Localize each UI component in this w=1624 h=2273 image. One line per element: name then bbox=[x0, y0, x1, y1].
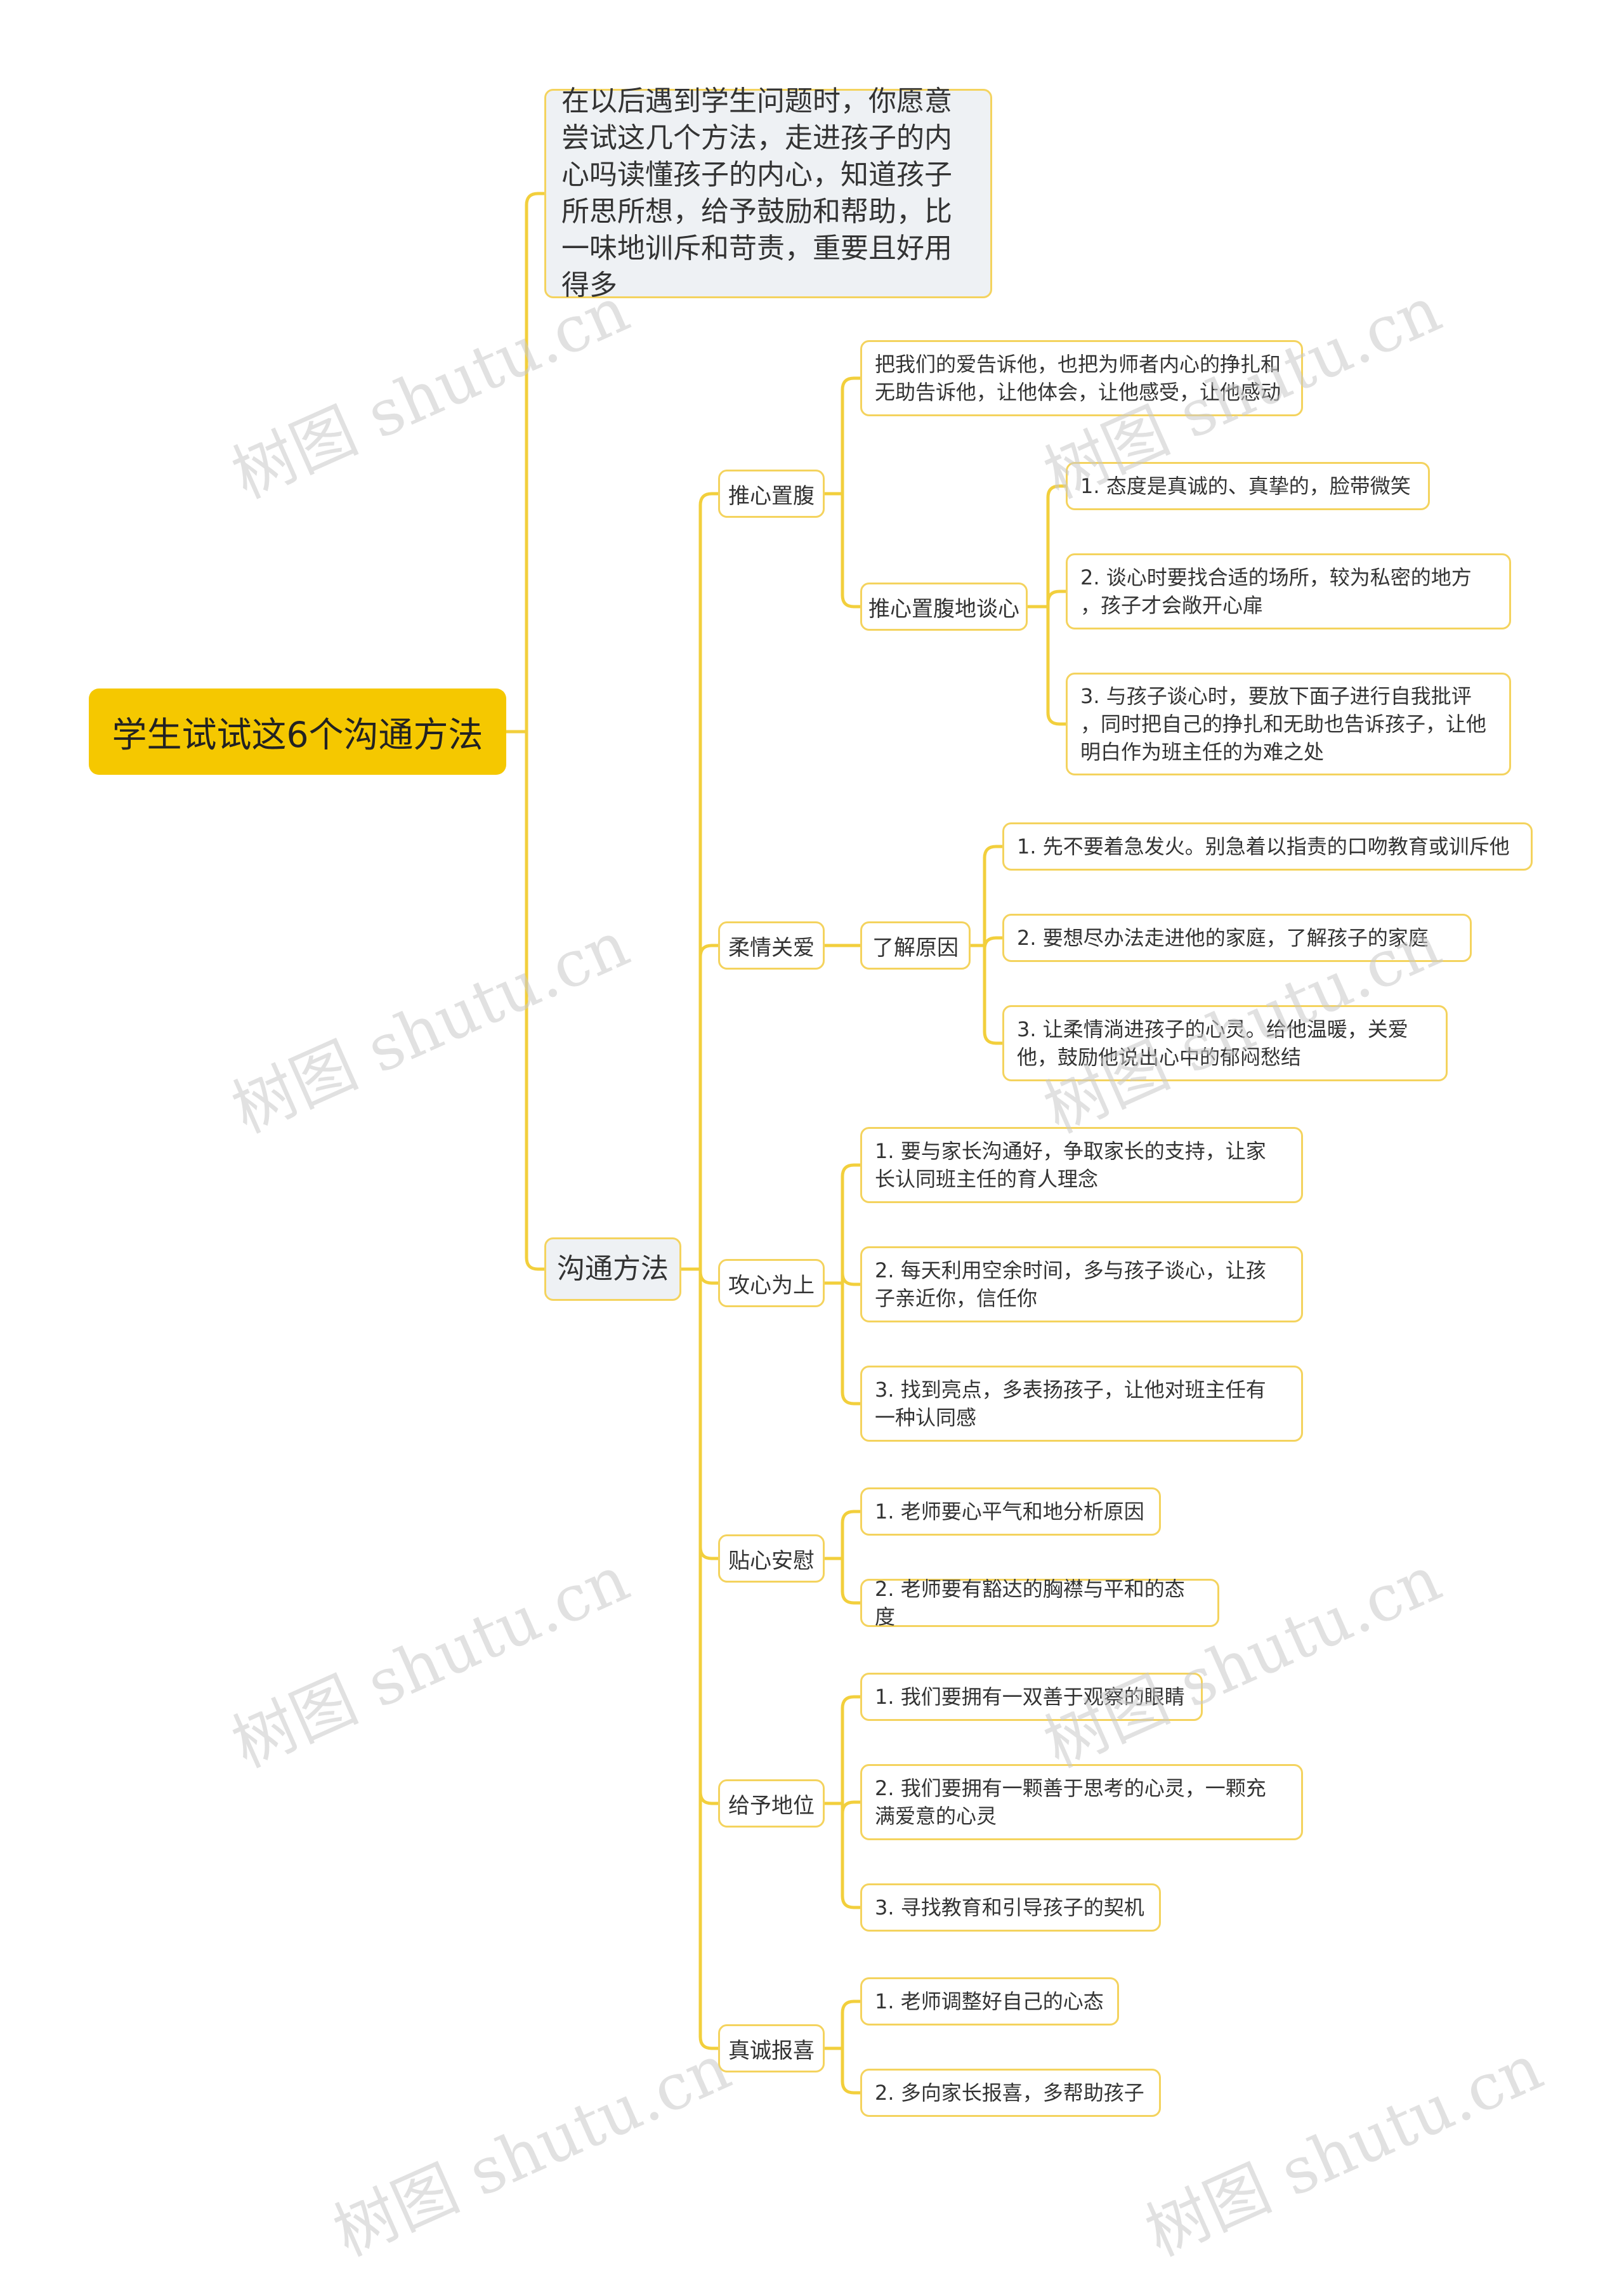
connector-lines bbox=[506, 192, 1066, 2095]
leaf-tanxin-3[interactable]: 3. 与孩子谈心时，要放下面子进行自我批评 ，同时把自己的挣扎和无助也告诉孩子，… bbox=[1066, 673, 1511, 775]
methods-topic[interactable]: 沟通方法 bbox=[544, 1237, 681, 1301]
connector-line bbox=[1046, 607, 1066, 726]
leaf-liaojie-2[interactable]: 2. 要想尽办法走进他的家庭，了解孩子的家庭 bbox=[1002, 914, 1472, 962]
leaf-jiyu-2[interactable]: 2. 我们要拥有一颗善于思考的心灵，一颗充 满爱意的心灵 bbox=[860, 1764, 1303, 1840]
connector-line bbox=[983, 945, 1002, 1045]
branch-tuixin[interactable]: 推心置腹 bbox=[718, 470, 825, 518]
leaf-jiyu-3[interactable]: 3. 寻找教育和引导孩子的契机 bbox=[860, 1883, 1161, 1932]
branch-gongxin[interactable]: 攻心为上 bbox=[718, 1259, 825, 1307]
connector-line bbox=[698, 1269, 718, 1560]
leaf-tanxin-2[interactable]: 2. 谈心时要找合适的场所，较为私密的地方 ，孩子才会敞开心扉 bbox=[1066, 553, 1511, 629]
connector-line bbox=[698, 492, 718, 1269]
leaf-jiyu-1[interactable]: 1. 我们要拥有一双善于观察的眼睛 bbox=[860, 1673, 1203, 1721]
branch-tiexin[interactable]: 贴心安慰 bbox=[718, 1534, 825, 1583]
connector-line bbox=[698, 1269, 718, 1805]
connector-line bbox=[841, 1272, 860, 1286]
connector-line bbox=[841, 1558, 860, 1605]
leaf-gongxin-1[interactable]: 1. 要与家长沟通好，争取家长的支持，让家 长认同班主任的育人理念 bbox=[860, 1127, 1303, 1203]
branch-zhencheng[interactable]: 真诚报喜 bbox=[718, 2024, 825, 2072]
connector-line bbox=[841, 494, 860, 609]
connector-line bbox=[698, 1269, 718, 2050]
leaf-tiexin-1[interactable]: 1. 老师要心平气和地分析原因 bbox=[860, 1487, 1161, 1536]
leaf-gongxin-2[interactable]: 2. 每天利用空余时间，多与孩子谈心，让孩 子亲近你，信任你 bbox=[860, 1246, 1303, 1322]
intro-note[interactable]: 在以后遇到学生问题时，你愿意尝试这几个方法，走进孩子的内心吗读懂孩子的内心，知道… bbox=[544, 85, 992, 301]
connector-line bbox=[841, 1800, 860, 1814]
connector-line bbox=[698, 944, 718, 1269]
leaf-zhencheng-2[interactable]: 2. 多向家长报喜，多帮助孩子 bbox=[860, 2069, 1161, 2117]
leaf-zhencheng-1[interactable]: 1. 老师调整好自己的心态 bbox=[860, 1977, 1119, 2026]
connector-line bbox=[841, 1803, 860, 1909]
connector-line bbox=[841, 1283, 860, 1406]
connector-line bbox=[983, 845, 1002, 945]
connector-line bbox=[841, 1163, 860, 1283]
sub-tuixin-tanxin[interactable]: 推心置腹地谈心 bbox=[860, 583, 1028, 631]
connector-line bbox=[841, 1695, 860, 1803]
connector-line bbox=[1046, 484, 1066, 607]
connector-line bbox=[841, 376, 860, 494]
root-topic[interactable]: 学生试试这6个沟通方法 bbox=[89, 688, 506, 775]
connector-line bbox=[698, 1269, 718, 1285]
connector-line bbox=[525, 192, 544, 732]
connector-line bbox=[841, 2048, 860, 2095]
connector-line bbox=[525, 732, 544, 1271]
connector-line bbox=[1046, 590, 1066, 607]
leaf-liaojie-1[interactable]: 1. 先不要着急发火。别急着以指责的口吻教育或训斥他 bbox=[1002, 822, 1533, 871]
branch-rouqing[interactable]: 柔情关爱 bbox=[718, 921, 825, 970]
connector-line bbox=[841, 2000, 860, 2048]
sub-liaojie[interactable]: 了解原因 bbox=[860, 921, 971, 970]
leaf-liaojie-3[interactable]: 3. 让柔情淌进孩子的心灵。给他温暖，关爱 他，鼓励他说出心中的郁闷愁结 bbox=[1002, 1005, 1448, 1081]
leaf-tanxin-1[interactable]: 1. 态度是真诚的、真挚的，脸带微笑 bbox=[1066, 462, 1430, 510]
leaf-gongxin-3[interactable]: 3. 找到亮点，多表扬孩子，让他对班主任有 一种认同感 bbox=[860, 1366, 1303, 1442]
connector-line bbox=[983, 936, 1002, 950]
leaf-tiexin-2[interactable]: 2. 老师要有豁达的胸襟与平和的态度 bbox=[860, 1577, 1219, 1629]
branch-jiyu[interactable]: 给予地位 bbox=[718, 1779, 825, 1828]
connector-line bbox=[841, 1510, 860, 1558]
leaf-tuixin-1[interactable]: 把我们的爱告诉他，也把为师者内心的挣扎和 无助告诉他，让他体会，让他感受，让他感… bbox=[860, 340, 1303, 416]
